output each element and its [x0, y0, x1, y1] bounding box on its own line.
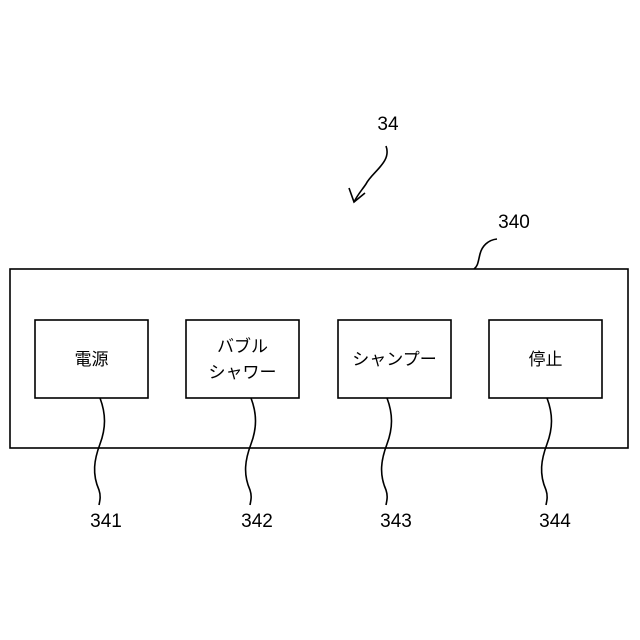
figure-reference-number: 34 [377, 114, 399, 135]
panel-reference-number: 340 [498, 212, 530, 233]
shampoo-button-label: シャンプー [352, 350, 437, 370]
bubble-shower-button-frame [186, 320, 299, 398]
power-button-reference-number: 341 [90, 511, 122, 532]
stop-button-label: 停止 [529, 350, 563, 370]
bubble-shower-button-reference-number: 342 [241, 511, 273, 532]
panel-leader-line [474, 239, 497, 269]
bubble-shower-button-label-line-1: バブル [217, 336, 268, 357]
stop-button[interactable]: 停止 [489, 320, 602, 398]
figure-reference-arrow-head [349, 188, 365, 202]
bubble-shower-button[interactable]: バブル シャワー [186, 320, 299, 398]
figure-reference-arrow-shaft [354, 146, 387, 202]
power-button-label: 電源 [75, 350, 109, 370]
bubble-shower-button-label-line-2: シャワー [209, 363, 277, 383]
shampoo-button-reference-number: 343 [380, 511, 412, 532]
shampoo-button[interactable]: シャンプー [338, 320, 451, 398]
power-button[interactable]: 電源 [35, 320, 148, 398]
stop-button-reference-number: 344 [539, 511, 571, 532]
